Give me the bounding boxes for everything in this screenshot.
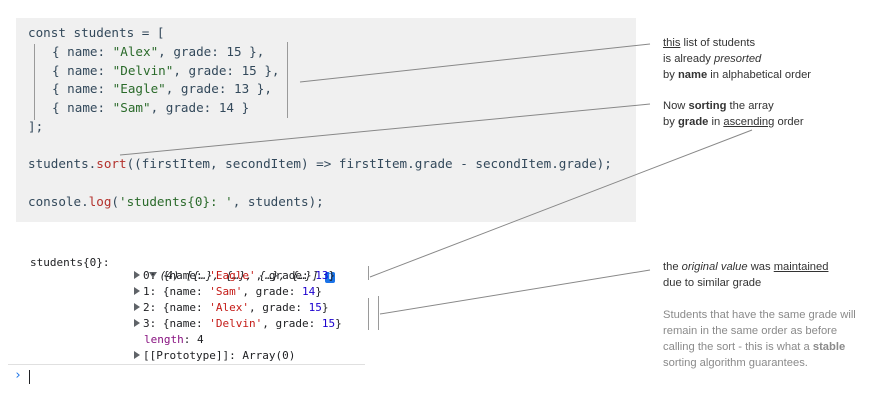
- connector-line-2: [119, 103, 651, 156]
- expand-right-icon[interactable]: [134, 319, 140, 327]
- console-output: students{0}: (4) [{…}, {…}, {…}, {…}] i …: [16, 250, 379, 370]
- expand-right-icon[interactable]: [134, 303, 140, 311]
- array-length: length: 4: [144, 333, 204, 346]
- code-line-item: { name: "Eagle", grade: 13 },: [52, 81, 272, 96]
- annotation-presorted: this list of students is already presort…: [663, 37, 812, 81]
- bracket-bar-top: [368, 266, 369, 280]
- connector-line-4: [379, 269, 651, 315]
- expand-right-icon[interactable]: [134, 271, 140, 279]
- code-line-item: { name: "Delvin", grade: 15 },: [52, 63, 280, 78]
- array-row[interactable]: 3: {name: 'Delvin', grade: 15}: [134, 316, 342, 331]
- code-line-sort: students.sort((firstItem, secondItem) =>…: [28, 156, 612, 171]
- indent-guide: [34, 44, 35, 120]
- code-line-item: { name: "Alex", grade: 15 },: [52, 44, 265, 59]
- info-icon[interactable]: i: [325, 272, 336, 283]
- code-line-log: console.log('students{0}: ', students);: [28, 194, 324, 209]
- annotation-sorting: Now sorting the array by grade in ascend…: [663, 100, 804, 128]
- array-row[interactable]: 0: {name: 'Eagle', grade: 13}: [134, 268, 335, 283]
- console-divider: [8, 364, 365, 365]
- connector-line-1: [299, 43, 651, 83]
- code-line-close: ];: [28, 119, 44, 134]
- annotation-original-value: the original value was maintained due to…: [663, 261, 829, 289]
- bracket-bar-bottom-left: [368, 298, 369, 330]
- annotation-stable-sort: Students that have the same grade will r…: [663, 309, 856, 369]
- console-array-summary[interactable]: (4) [{…}, {…}, {…}, {…}] i: [122, 253, 336, 298]
- code-line-declaration: const students = [: [28, 25, 165, 40]
- console-label: students{0}:: [30, 256, 110, 269]
- array-row[interactable]: 1: {name: 'Sam', grade: 14}: [134, 284, 322, 299]
- bracket-bar-code: [287, 42, 288, 118]
- console-input-caret[interactable]: [29, 370, 30, 384]
- bracket-bar-bottom-right: [378, 296, 379, 330]
- expand-down-icon[interactable]: [148, 272, 157, 278]
- code-line-item: { name: "Sam", grade: 14 }: [52, 100, 250, 115]
- console-prompt-icon: ›: [14, 368, 22, 383]
- array-row[interactable]: 2: {name: 'Alex', grade: 15}: [134, 300, 328, 315]
- connector-line-3: [369, 129, 753, 278]
- array-prototype[interactable]: [[Prototype]]: Array(0): [134, 348, 295, 363]
- expand-right-icon[interactable]: [134, 351, 140, 359]
- code-panel: const students = [ { name: "Alex", grade…: [16, 18, 636, 222]
- expand-right-icon[interactable]: [134, 287, 140, 295]
